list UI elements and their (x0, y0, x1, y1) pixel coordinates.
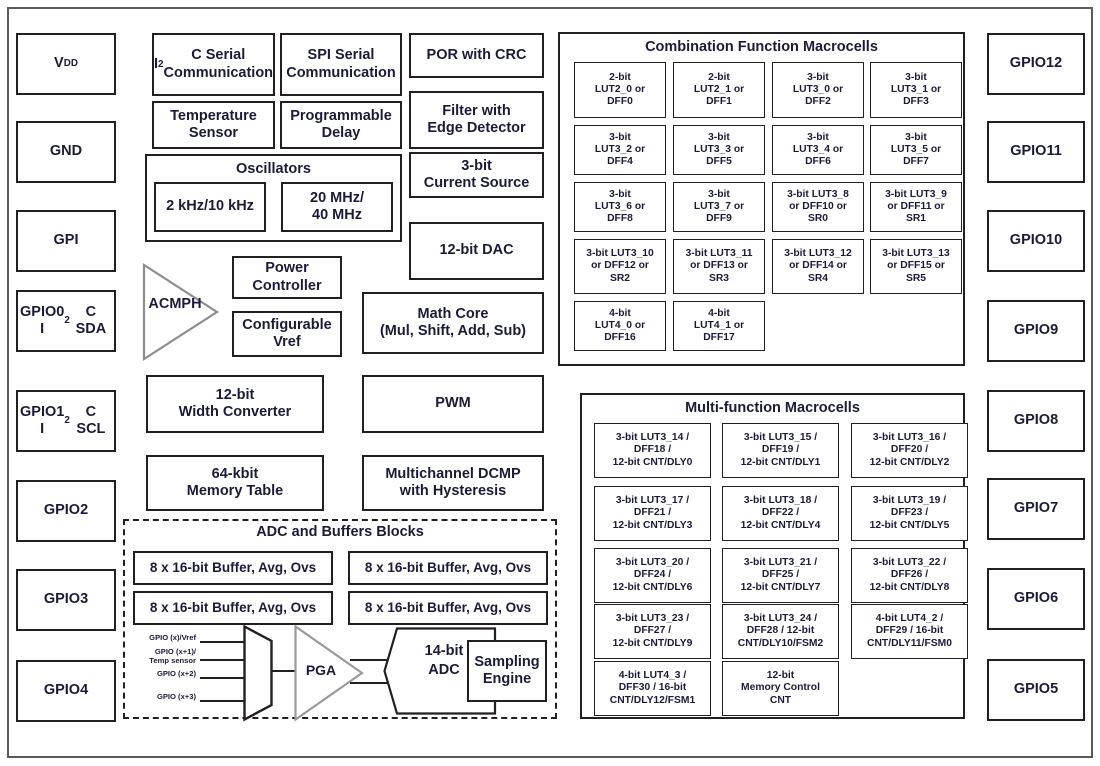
multifunction-macrocell-4[interactable]: 3-bit LUT3_18 /DFF22 /12-bit CNT/DLY4 (722, 486, 839, 541)
pin-gpio2[interactable]: GPIO2 (16, 480, 116, 542)
mux-wire-1 (200, 659, 244, 661)
pga-amplifier-icon (294, 624, 364, 722)
block-adc-buffer-3[interactable]: 8 x 16-bit Buffer, Avg, Ovs (348, 591, 548, 625)
pin-gpio3[interactable]: GPIO3 (16, 569, 116, 631)
pin-gpio9[interactable]: GPIO9 (987, 300, 1085, 362)
mux-wire-2 (200, 677, 244, 679)
multifunction-macrocell-5[interactable]: 3-bit LUT3_19 /DFF23 /12-bit CNT/DLY5 (851, 486, 968, 541)
block-adc-buffer-2[interactable]: 8 x 16-bit Buffer, Avg, Ovs (133, 591, 333, 625)
combination-macrocells-title: Combination Function Macrocells (645, 39, 878, 55)
block-adc-buffer-1[interactable]: 8 x 16-bit Buffer, Avg, Ovs (348, 551, 548, 585)
multifunction-macrocell-2[interactable]: 3-bit LUT3_16 /DFF20 /12-bit CNT/DLY2 (851, 423, 968, 478)
mux-input-label-2: GPIO (x+2) (156, 669, 196, 678)
pin-gpio8[interactable]: GPIO8 (987, 390, 1085, 452)
block-adc-buffer-0[interactable]: 8 x 16-bit Buffer, Avg, Ovs (133, 551, 333, 585)
pin-gpio12[interactable]: GPIO12 (987, 33, 1085, 95)
multifunction-macrocell-6[interactable]: 3-bit LUT3_20 /DFF24 /12-bit CNT/DLY6 (594, 548, 711, 603)
block-por-with-crc[interactable]: POR with CRC (409, 33, 544, 78)
mux-input-label-0: GPIO (x)/Vref (149, 633, 196, 642)
multifunction-macrocell-3[interactable]: 3-bit LUT3_17 /DFF21 /12-bit CNT/DLY3 (594, 486, 711, 541)
adc-section-title: ADC and Buffers Blocks (256, 524, 424, 540)
mux-input-label-3: GPIO (x+3) (156, 692, 196, 701)
acmph-label: ACMPH (148, 296, 202, 312)
pin-gnd[interactable]: GND (16, 121, 116, 183)
oscillators-title: Oscillators (236, 161, 311, 177)
pin-gpio6[interactable]: GPIO6 (987, 568, 1085, 630)
pin-gpio11[interactable]: GPIO11 (987, 121, 1085, 183)
block-osc-2khz-10khz[interactable]: 2 kHz/10 kHz (154, 182, 266, 232)
mux-input-label-1: GPIO (x+1)/Temp sensor (149, 647, 196, 665)
pin-gpio7[interactable]: GPIO7 (987, 478, 1085, 540)
pga-adc-wire-top (350, 659, 396, 661)
pga-label: PGA (305, 662, 337, 678)
pin-gpio4[interactable]: GPIO4 (16, 660, 116, 722)
block-math-core[interactable]: Math Core(Mul, Shift, Add, Sub) (362, 292, 544, 354)
mux-wire-0 (200, 641, 244, 643)
multifunction-macrocell-8[interactable]: 3-bit LUT3_22 /DFF26 /12-bit CNT/DLY8 (851, 548, 968, 603)
block-osc-20mhz-40mhz[interactable]: 20 MHz/40 MHz (281, 182, 393, 232)
multifunction-macrocell-9[interactable]: 3-bit LUT3_23 /DFF27 /12-bit CNT/DLY9 (594, 604, 711, 659)
analog-mux-icon (243, 624, 273, 722)
acmph-comparator-icon (142, 262, 220, 362)
pga-adc-wire-bottom (350, 682, 396, 684)
pin-gpio5[interactable]: GPIO5 (987, 659, 1085, 721)
block-pwm[interactable]: PWM (362, 375, 544, 433)
mux-to-pga-wire (271, 670, 295, 672)
pin-gpi[interactable]: GPI (16, 210, 116, 272)
pin-gpio10[interactable]: GPIO10 (987, 210, 1085, 272)
block-12bit-dac[interactable]: 12-bit DAC (409, 222, 544, 280)
multifunction-macrocell-1[interactable]: 3-bit LUT3_15 /DFF19 /12-bit CNT/DLY1 (722, 423, 839, 478)
multifunction-macrocells-title: Multi-function Macrocells (685, 400, 860, 416)
multifunction-macrocell-0[interactable]: 3-bit LUT3_14 /DFF18 /12-bit CNT/DLY0 (594, 423, 711, 478)
mux-wire-3 (200, 700, 244, 702)
multifunction-macrocell-7[interactable]: 3-bit LUT3_21 /DFF25 /12-bit CNT/DLY7 (722, 548, 839, 603)
